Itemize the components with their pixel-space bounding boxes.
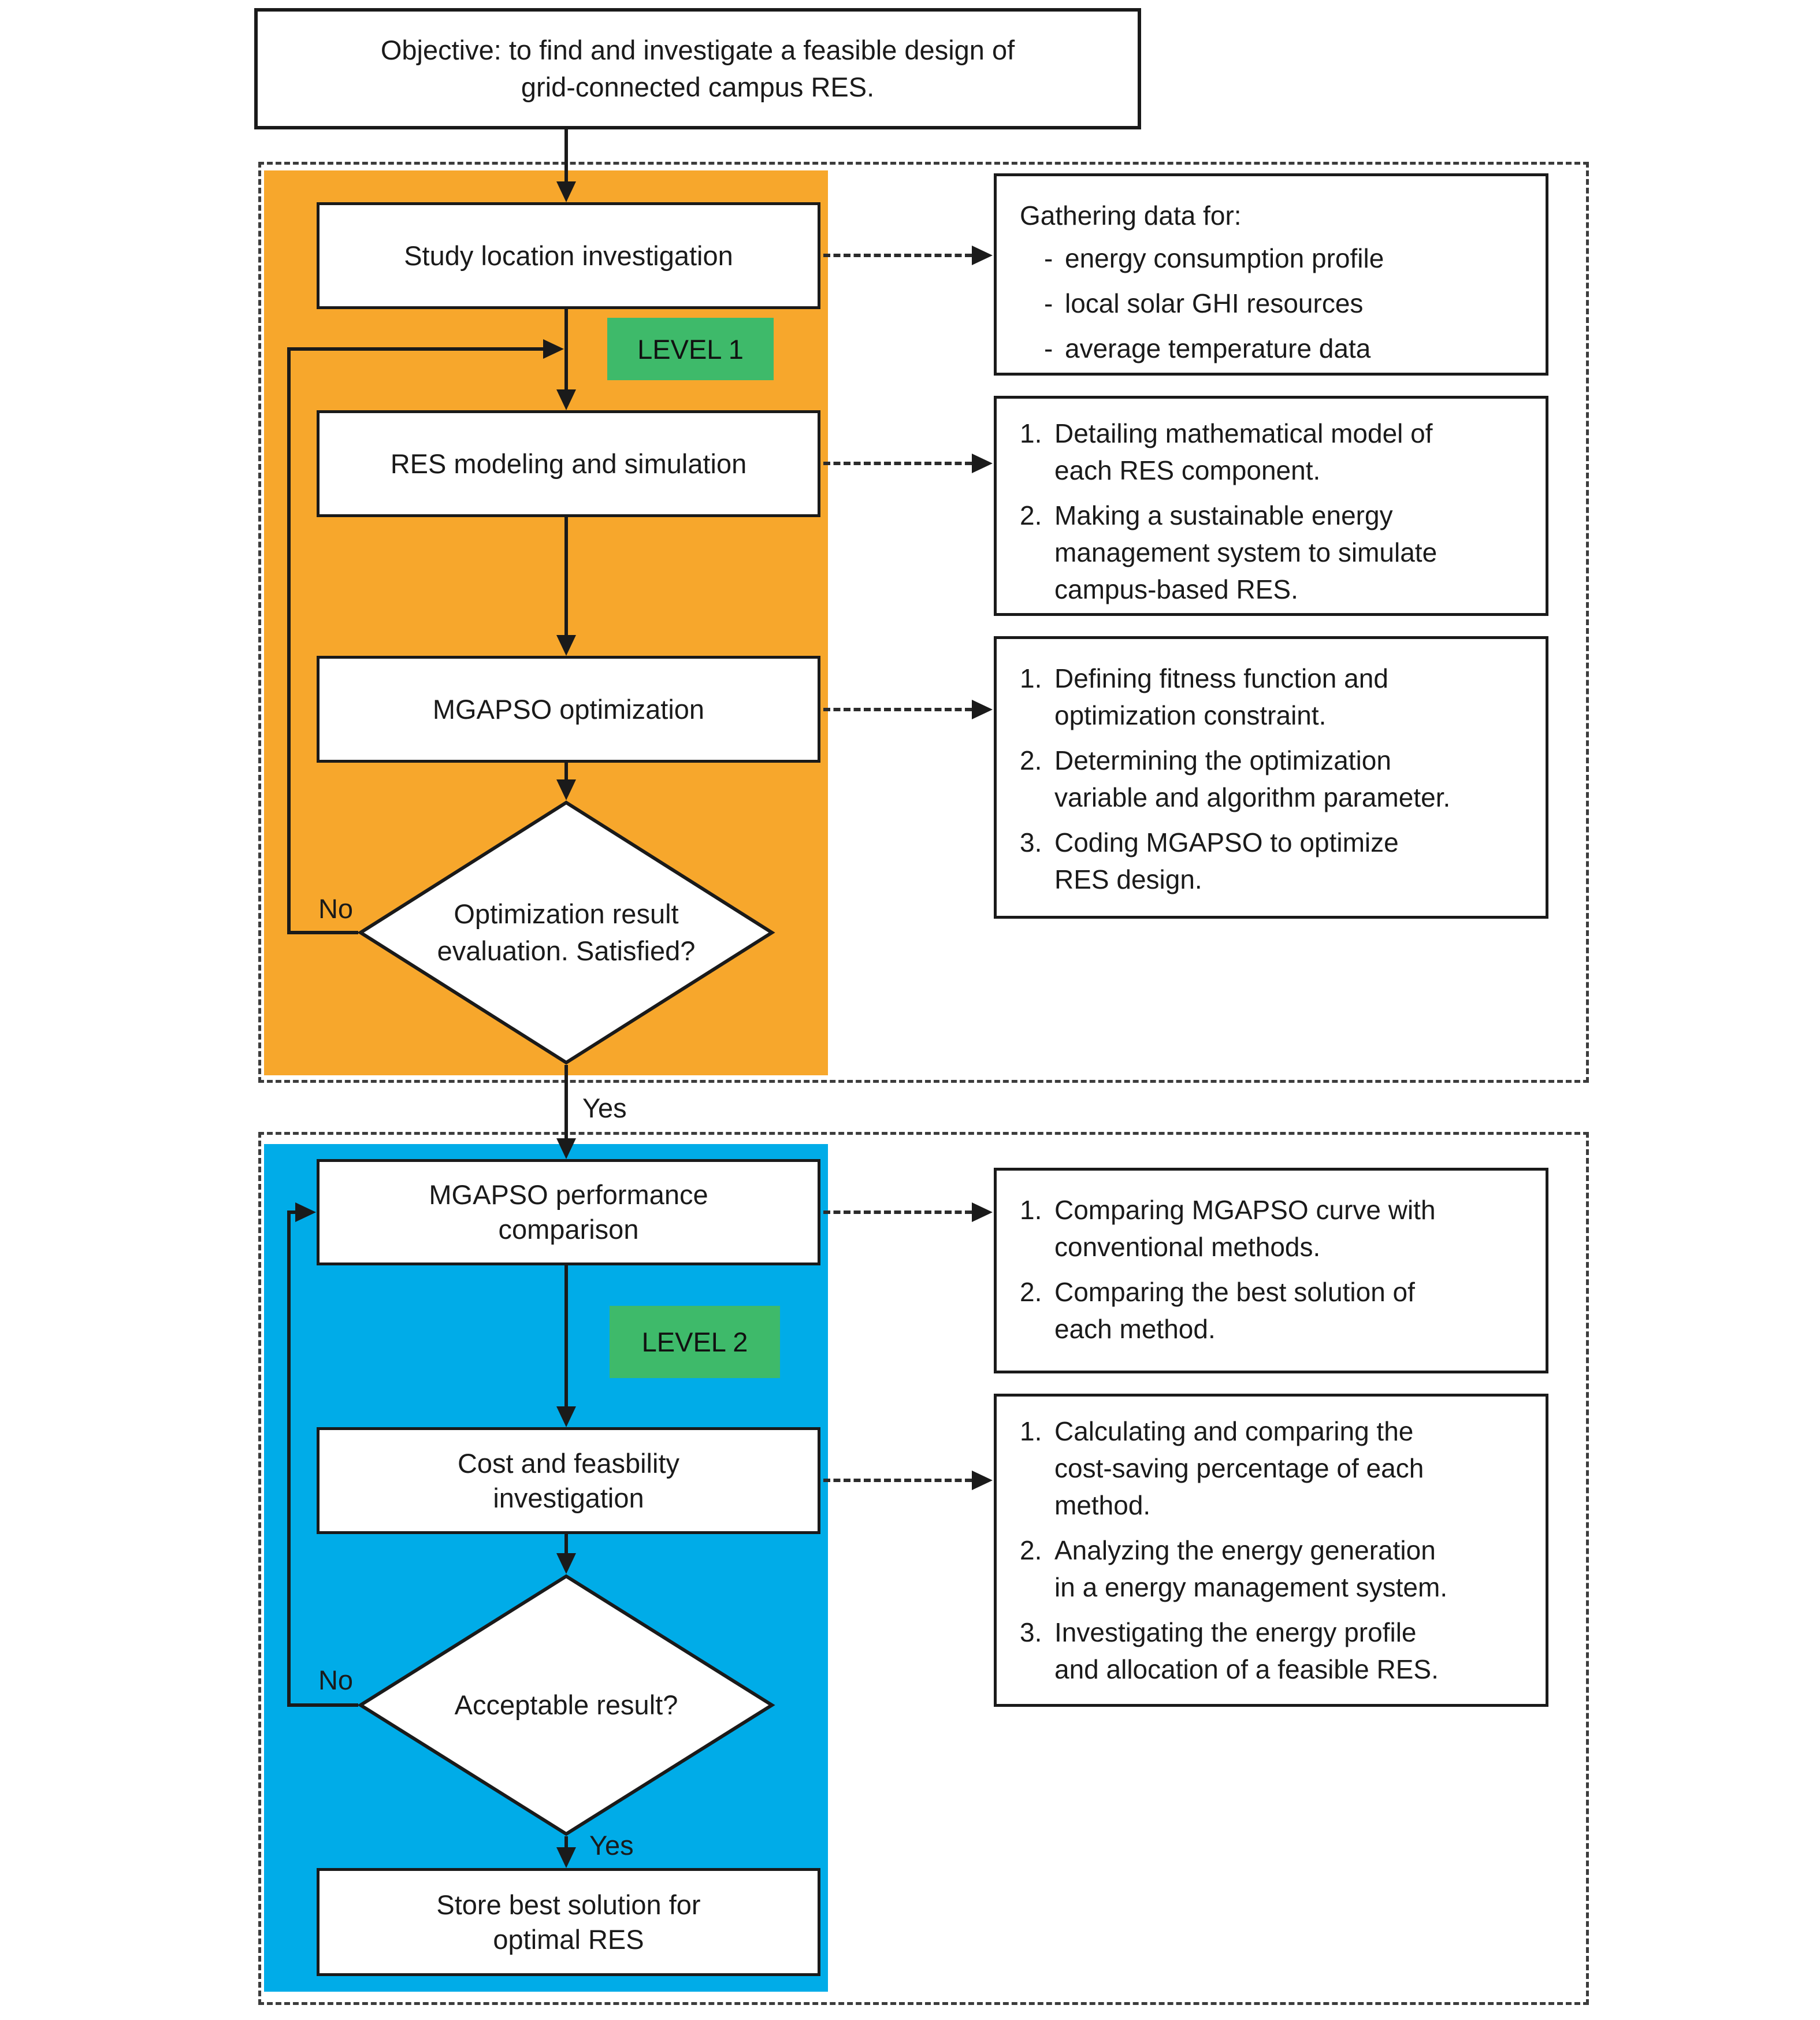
list-item: 1. Comparing MGAPSO curve with conventio…	[1020, 1195, 1436, 1262]
decision1-diamond	[357, 800, 775, 1065]
study-location-box: Study location investigation	[317, 202, 820, 309]
arrowhead-decision2-yes	[556, 1847, 576, 1868]
connector-performance-annotation	[823, 1210, 972, 1214]
connector-cost-annotation	[823, 1479, 972, 1482]
list-item: 2. Determining the optimization variable…	[1020, 745, 1451, 812]
list-item: 2. Analyzing the energy generation in a …	[1020, 1535, 1448, 1602]
list-item: 1. Calculating and comparing the cost-sa…	[1020, 1416, 1424, 1520]
level2-dashed-frame	[258, 1132, 1589, 2005]
mgapso-performance-label: MGAPSO performance comparison	[429, 1179, 708, 1245]
study-location-label: Study location investigation	[404, 240, 733, 271]
annotation-gathering-data: Gathering data for: - energy consumption…	[994, 173, 1548, 376]
connector-modeling-arrowhead	[972, 454, 993, 473]
store-solution-label: Store best solution for optimal RES	[436, 1889, 701, 1955]
list-item: - average temperature data	[1044, 333, 1371, 363]
list-item: 2. Comparing the best solution of each m…	[1020, 1277, 1415, 1344]
list-item: 2. Making a sustainable energy managemen…	[1020, 500, 1438, 604]
connector-modeling-annotation	[823, 462, 972, 465]
no-loop2-horizontal	[287, 1210, 296, 1214]
decision1-label: Optimization result evaluation. Satisfie…	[437, 898, 696, 966]
arrow-performance-to-cost	[564, 1265, 568, 1406]
arrow-study-to-modeling	[564, 309, 568, 389]
arrow-decision1-yes	[564, 1065, 568, 1138]
mgapso-performance-box: MGAPSO performance comparison	[317, 1159, 820, 1265]
cost-feasibility-label: Cost and feasbility investigation	[457, 1447, 680, 1513]
yes-label-level2: Yes	[589, 1830, 634, 1861]
arrowhead-decision1-yes	[556, 1138, 576, 1159]
cost-feasibility-box: Cost and feasbility investigation	[317, 1427, 820, 1534]
arrowhead-study-to-modeling	[556, 389, 576, 410]
arrow-modeling-to-optimization	[564, 517, 568, 635]
arrow-objective-to-study	[564, 129, 568, 183]
mgapso-optimization-label: MGAPSO optimization	[432, 693, 705, 725]
list-item: 1. Detailing mathematical model of each …	[1020, 418, 1433, 485]
annotation-comparison-notes: 1. Comparing MGAPSO curve with conventio…	[994, 1168, 1548, 1373]
arrowhead-performance-to-cost	[556, 1406, 576, 1427]
connector-performance-arrowhead	[972, 1202, 993, 1222]
connector-optimization-arrowhead	[972, 700, 993, 719]
level1-badge: LEVEL 1	[607, 318, 774, 380]
annotation-modeling-notes: 1. Detailing mathematical model of each …	[994, 396, 1548, 616]
no-loop1-vertical	[287, 347, 291, 934]
yes-label-level1: Yes	[582, 1093, 627, 1123]
no-loop2-stub	[287, 1703, 358, 1707]
res-modeling-label: RES modeling and simulation	[390, 448, 747, 479]
list-item: - local solar GHI resources	[1044, 288, 1364, 318]
no-loop1-stub	[287, 931, 358, 934]
connector-cost-arrowhead	[972, 1471, 993, 1490]
no-loop2-arrowhead	[295, 1202, 316, 1222]
arrowhead-modeling-to-optimization	[556, 635, 576, 656]
no-loop1-arrowhead	[543, 339, 564, 359]
arrowhead-optimization-to-decision1	[556, 779, 576, 800]
no-label-level2: No	[318, 1665, 354, 1695]
annotation-cost-notes: 1. Calculating and comparing the cost-sa…	[994, 1394, 1548, 1707]
level2-badge-label: LEVEL 2	[641, 1327, 748, 1357]
arrow-cost-to-decision2	[564, 1534, 568, 1553]
annotation-header: Gathering data for:	[1020, 200, 1242, 231]
arrow-optimization-to-decision1	[564, 763, 568, 779]
decision2-diamond	[357, 1574, 775, 1836]
res-modeling-box: RES modeling and simulation	[317, 410, 820, 517]
decision2-label: Acceptable result?	[454, 1689, 678, 1720]
arrow-decision2-yes	[564, 1836, 568, 1847]
no-loop1-horizontal	[287, 347, 543, 351]
level2-badge: LEVEL 2	[610, 1306, 780, 1378]
level2-region	[264, 1144, 828, 1992]
list-item: 3. Investigating the energy profile and …	[1020, 1617, 1439, 1684]
no-loop2-vertical	[287, 1210, 291, 1707]
connector-optimization-annotation	[823, 708, 972, 711]
objective-text: Objective: to find and investigate a fea…	[380, 35, 1015, 102]
mgapso-optimization-box: MGAPSO optimization	[317, 656, 820, 763]
level1-dashed-frame	[258, 162, 1589, 1083]
store-solution-box: Store best solution for optimal RES	[317, 1868, 820, 1976]
list-item: - energy consumption profile	[1044, 243, 1384, 273]
annotation-optimization-notes: 1. Defining fitness function and optimiz…	[994, 636, 1548, 919]
list-item: 3. Coding MGAPSO to optimize RES design.	[1020, 827, 1399, 894]
arrowhead-cost-to-decision2	[556, 1553, 576, 1574]
connector-study-annotation	[823, 254, 972, 257]
list-item: 1. Defining fitness function and optimiz…	[1020, 663, 1388, 730]
level1-badge-label: LEVEL 1	[637, 333, 744, 365]
arrowhead-objective-to-study	[556, 181, 576, 202]
no-label-level1: No	[318, 893, 354, 924]
connector-study-arrowhead	[972, 246, 993, 265]
objective-box: Objective: to find and investigate a fea…	[254, 8, 1141, 129]
